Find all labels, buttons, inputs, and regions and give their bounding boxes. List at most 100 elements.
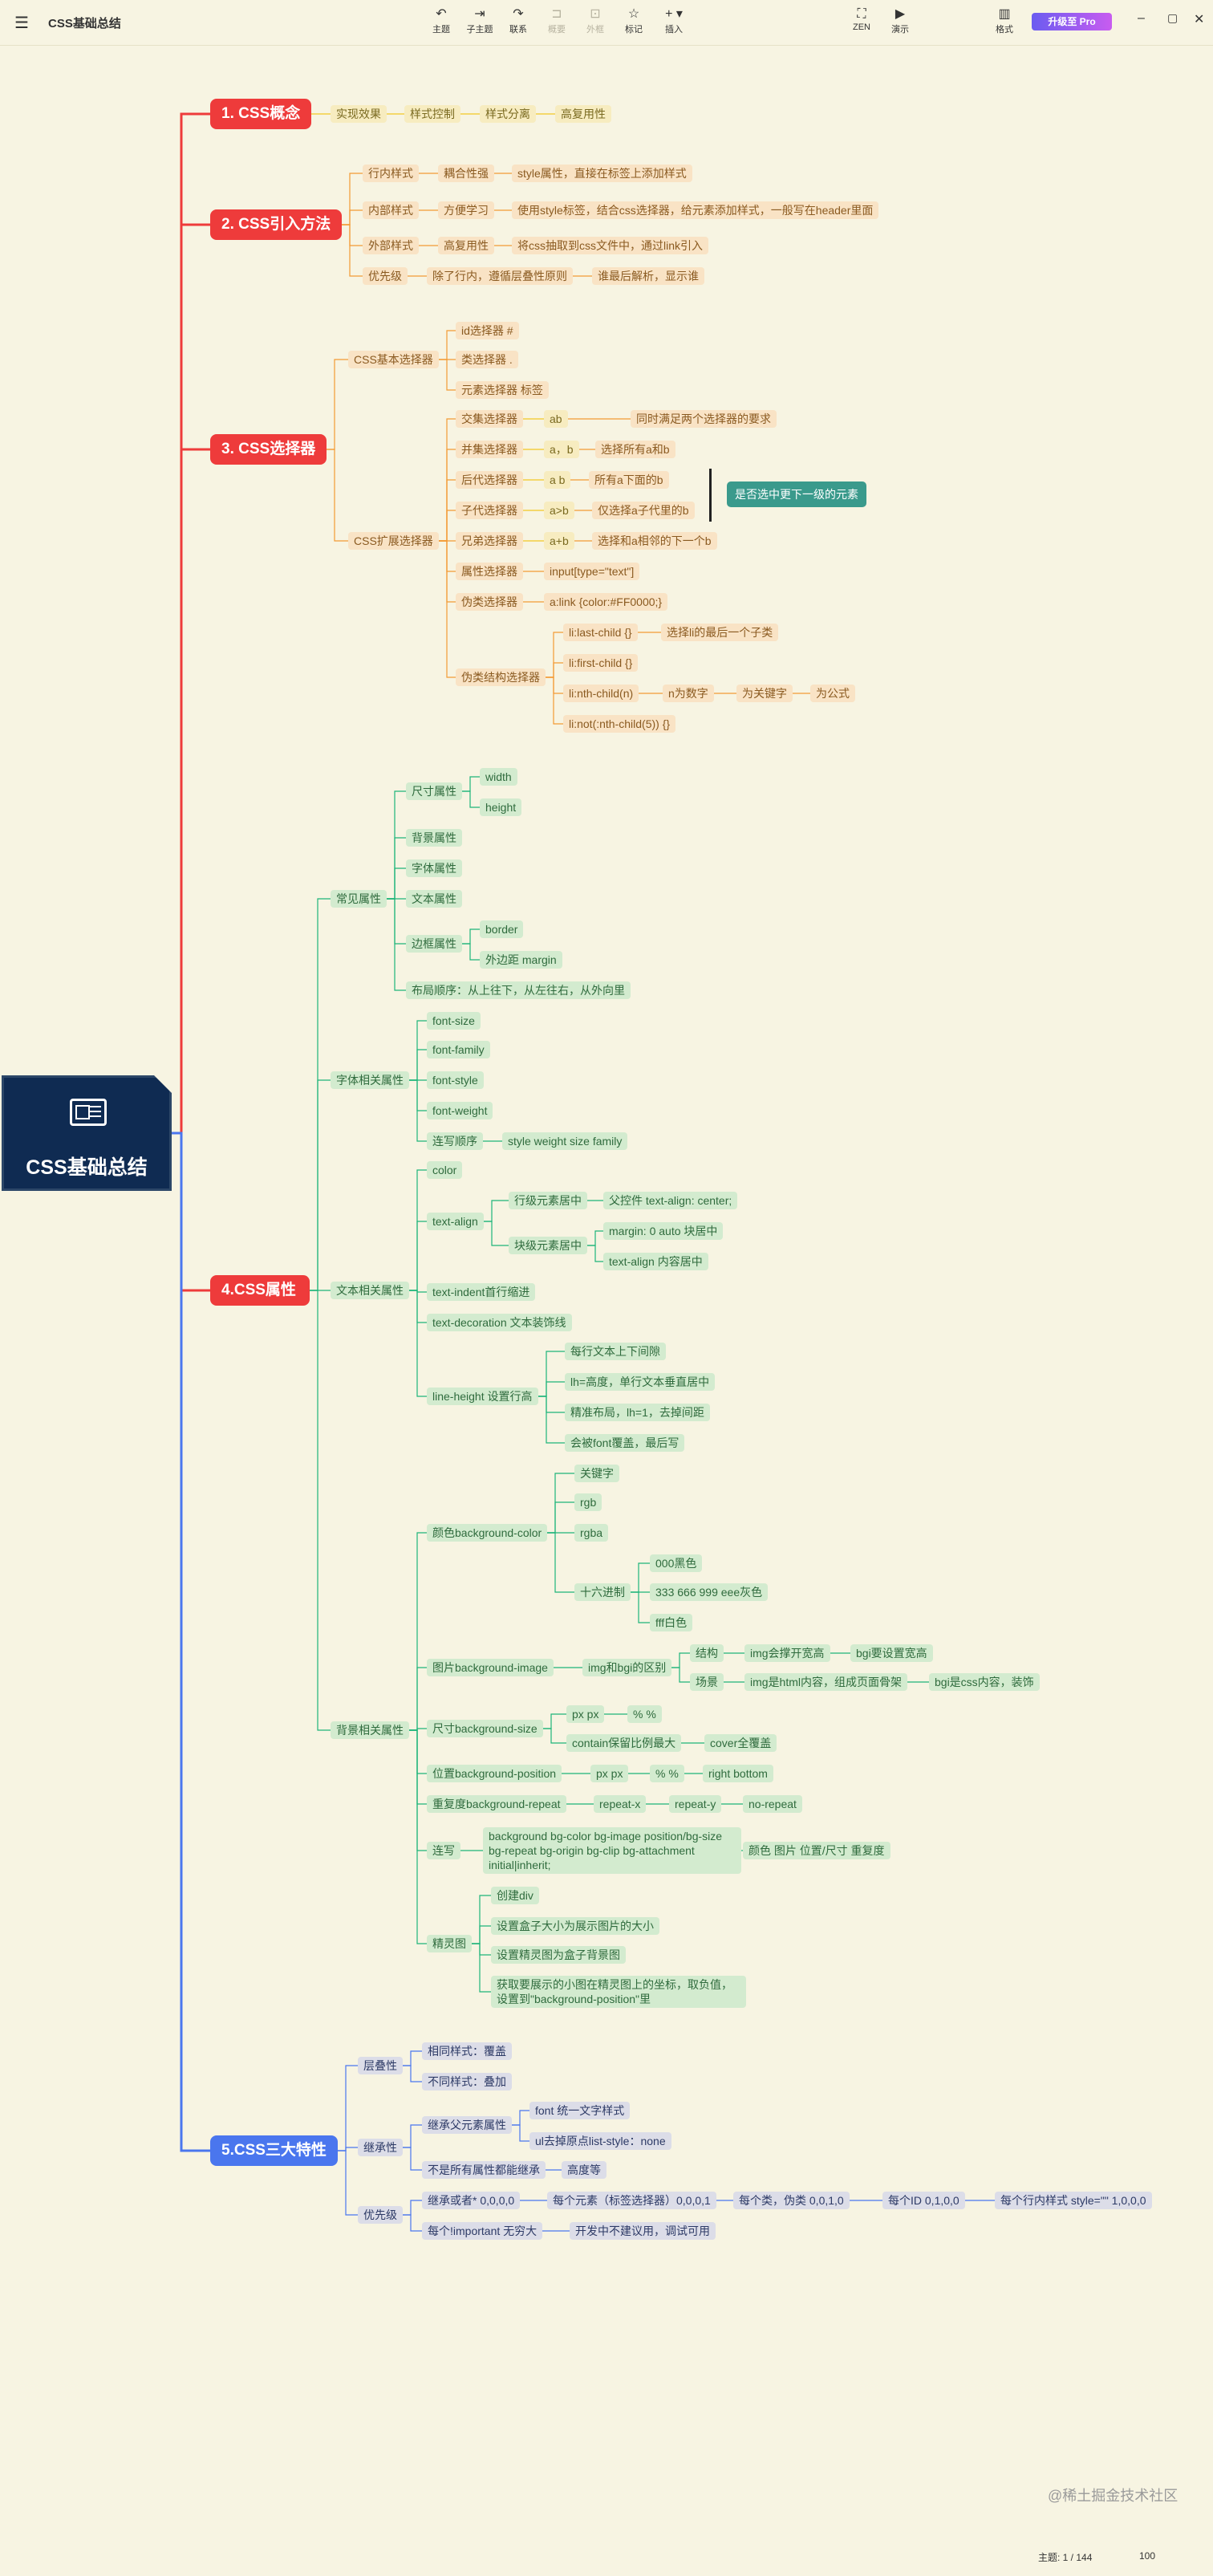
topic-node[interactable]: a:link {color:#FF0000;} [544,593,668,611]
topic-node[interactable]: 行内样式 [363,165,419,182]
topic-node[interactable]: 图片background-image [427,1659,554,1676]
topic-node[interactable]: rgb [574,1493,602,1511]
topic-node[interactable]: 十六进制 [574,1583,631,1601]
topic-node[interactable]: 尺寸属性 [406,782,462,800]
mindmap-canvas[interactable]: CSS基础总结 是否选中更下一级的元素 1. CSS概念实现效果样式控制样式分离… [0,45,1213,2544]
minimize-icon[interactable]: – [1138,11,1145,25]
topic-node[interactable]: CSS基本选择器 [348,351,439,368]
upgrade-button[interactable]: 升级至 Pro [1032,13,1112,30]
topic-node[interactable]: 每个元素（标签选择器）0,0,0,1 [547,2192,716,2209]
topic-node[interactable]: 布局顺序：从上往下，从左往右，从外向里 [406,981,631,999]
topic-node[interactable]: 每个类，伪类 0,0,1,0 [733,2192,850,2209]
topic-node[interactable]: 开发中不建议用，调试可用 [570,2222,716,2240]
topic-node[interactable]: 关键字 [574,1465,619,1482]
topic-node[interactable]: 伪类结构选择器 [456,668,546,686]
topic-node[interactable]: height [480,798,522,816]
zen-button[interactable]: ⛶ZEN [841,6,882,32]
topic-node[interactable]: 行级元素居中 [509,1192,587,1209]
topic-node[interactable]: 继承性 [358,2139,403,2156]
topic-node[interactable]: 伪类选择器 [456,593,523,611]
topic-node[interactable]: ab [544,410,568,428]
topic-node[interactable]: a，b [544,441,579,458]
topic-node[interactable]: 元素选择器 标签 [456,381,549,399]
topic-node[interactable]: 外部样式 [363,237,419,254]
topic-node[interactable]: li:first-child {} [563,654,639,672]
topic-node[interactable]: line-height 设置行高 [427,1388,538,1405]
topic-node[interactable]: 不是所有属性都能继承 [422,2161,546,2179]
topic-node[interactable]: style属性，直接在标签上添加样式 [512,165,692,182]
format-button[interactable]: ▥格式 [984,6,1025,35]
close-icon[interactable]: ✕ [1194,13,1205,26]
root-topic[interactable]: CSS基础总结 [2,1075,172,1191]
topic-node[interactable]: 设置盒子大小为展示图片的大小 [491,1917,659,1935]
topic-node[interactable]: img和bgi的区别 [582,1659,672,1676]
topic-node[interactable]: background bg-color bg-image position/bg… [483,1827,741,1874]
topic-node[interactable]: 会被font覆盖，最后写 [565,1434,685,1452]
topic-node[interactable]: 使用style标签，结合css选择器，给元素添加样式，一般写在header里面 [512,201,879,219]
topic-node[interactable]: 每行文本上下间隙 [565,1343,666,1360]
topic-node[interactable]: 属性选择器 [456,563,523,580]
topic-node[interactable]: 子代选择器 [456,502,523,519]
topic-node[interactable]: font-style [427,1071,484,1089]
topic-node[interactable]: 样式分离 [480,105,536,123]
topic-node[interactable]: 相同样式：覆盖 [422,2042,512,2060]
branch-topic[interactable]: 4.CSS属性 [210,1275,310,1306]
zoom-level[interactable]: 100 [1139,2550,1156,2562]
topic-node[interactable]: 创建div [491,1887,539,1904]
summary-button[interactable]: ⊐概要 [536,6,578,35]
topic-node[interactable]: 兄弟选择器 [456,532,523,550]
topic-node[interactable]: a b [544,471,571,489]
topic-node[interactable]: 背景相关属性 [331,1721,409,1739]
topic-node[interactable]: 所有a下面的b [589,471,669,489]
topic-node[interactable]: li:nth-child(n) [563,685,639,702]
topic-node[interactable]: px px [566,1705,605,1723]
topic-node[interactable]: 重复度background-repeat [427,1795,566,1813]
topic-node[interactable]: % % [627,1705,662,1723]
topic-node[interactable]: 场景 [690,1673,724,1691]
topic-node[interactable]: 样式控制 [404,105,460,123]
topic-node[interactable]: no-repeat [743,1795,802,1813]
topic-node[interactable]: text-decoration 文本装饰线 [427,1314,572,1331]
topic-node[interactable]: bgi要设置宽高 [850,1644,933,1662]
topic-node[interactable]: 背景属性 [406,829,462,847]
topic-node[interactable]: 交集选择器 [456,410,523,428]
topic-node[interactable]: font-weight [427,1102,493,1119]
topic-node[interactable]: 为公式 [810,685,855,702]
topic-node[interactable]: 字体相关属性 [331,1071,409,1089]
branch-topic[interactable]: 2. CSS引入方法 [210,209,343,240]
topic-button[interactable]: ↶主题 [420,6,462,35]
topic-node[interactable]: 每个!important 无穷大 [422,2222,543,2240]
topic-node[interactable]: 内部样式 [363,201,419,219]
relation-button[interactable]: ↷联系 [497,6,539,35]
topic-node[interactable]: 继承父元素属性 [422,2116,512,2134]
topic-node[interactable]: 333 666 999 eee灰色 [650,1583,769,1601]
topic-node[interactable]: text-align [427,1213,484,1230]
topic-node[interactable]: px px [590,1765,629,1782]
topic-node[interactable]: bgi是css内容，装饰 [929,1673,1040,1691]
topic-node[interactable]: font-family [427,1041,490,1058]
topic-node[interactable]: 选择和a相邻的下一个b [592,532,717,550]
topic-node[interactable]: 优先级 [363,267,408,285]
topic-node[interactable]: 000黑色 [650,1554,703,1572]
topic-node[interactable]: 颜色background-color [427,1524,548,1542]
topic-node[interactable]: 继承或者* 0,0,0,0 [422,2192,521,2209]
topic-node[interactable]: font 统一文字样式 [529,2102,631,2119]
topic-node[interactable]: 为关键字 [736,685,793,702]
branch-topic[interactable]: 5.CSS三大特性 [210,2135,338,2166]
topic-node[interactable]: 位置background-position [427,1765,562,1782]
topic-node[interactable]: 高度等 [562,2161,606,2179]
topic-node[interactable]: text-align 内容居中 [603,1253,708,1270]
topic-node[interactable]: repeat-y [669,1795,722,1813]
topic-node[interactable]: id选择器 # [456,322,519,339]
topic-node[interactable]: repeat-x [594,1795,647,1813]
topic-node[interactable]: img是html内容，组成页面骨架 [744,1673,908,1691]
topic-node[interactable]: 同时满足两个选择器的要求 [631,410,777,428]
topic-node[interactable]: 选择所有a和b [595,441,675,458]
topic-node[interactable]: 文本相关属性 [331,1282,409,1299]
topic-node[interactable]: 块级元素居中 [509,1237,587,1254]
topic-node[interactable]: 连写 [427,1842,460,1859]
insert-button[interactable]: + ▾插入 [653,6,695,35]
topic-node[interactable]: 实现效果 [331,105,387,123]
topic-node[interactable]: 颜色 图片 位置/尺寸 重复度 [743,1842,890,1859]
topic-node[interactable]: 常见属性 [331,890,387,908]
